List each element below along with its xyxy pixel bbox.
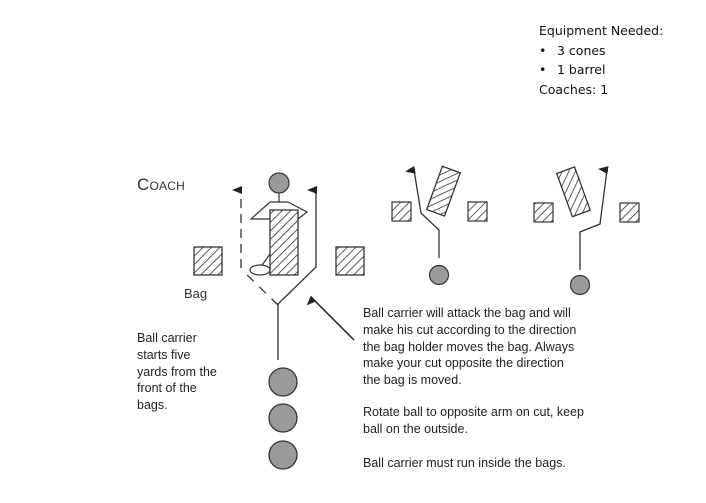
note-line: front of the xyxy=(137,381,197,396)
instruction-line: Ball carrier will attack the bag and wil… xyxy=(363,306,571,320)
bag-left xyxy=(193,246,223,276)
equipment-heading: Equipment Needed: xyxy=(539,23,664,38)
note-line: Ball carrier xyxy=(137,331,197,345)
bag-right xyxy=(467,201,488,222)
equipment-item-text: 1 barrel xyxy=(557,62,606,77)
pointer-arrow-icon xyxy=(306,295,355,341)
coaches-count: Coaches: 1 xyxy=(539,81,609,97)
bullet-icon: • xyxy=(539,62,547,77)
ball-carrier-icon xyxy=(268,440,298,470)
instruction-line: Ball carrier must run inside the bags. xyxy=(363,456,566,470)
start-position-note: Ball carrier starts five yards from the … xyxy=(137,330,247,414)
note-line: starts five xyxy=(137,347,191,362)
bag-left xyxy=(391,201,412,222)
instruction-line: make your cut opposite the direction xyxy=(363,356,564,371)
instruction-paragraph: Ball carrier will attack the bag and wil… xyxy=(363,305,623,389)
route-arrow-icon xyxy=(277,186,317,360)
bag-right xyxy=(335,246,365,276)
mini-diagram-cut-right xyxy=(533,166,640,296)
ball-carrier-icon xyxy=(268,367,298,397)
instruction-line: the bag holder moves the bag. Always xyxy=(363,339,575,354)
equipment-item: • 3 cones xyxy=(539,41,663,61)
bag-label: Bag xyxy=(184,286,208,301)
equipment-panel: Equipment Needed: • 3 cones • 1 barrel Coa… xyxy=(539,21,663,99)
bag-right xyxy=(619,202,640,223)
note-line: bags. xyxy=(137,398,168,413)
bag-held xyxy=(425,165,462,217)
equipment-item-text: 3 cones xyxy=(557,42,606,58)
bag-left xyxy=(533,202,554,223)
ball-carrier-icon xyxy=(268,403,298,433)
ball-carrier-icon xyxy=(569,274,591,296)
route-arrow-icon xyxy=(579,166,609,270)
coach-label: Coach xyxy=(137,175,185,194)
bag-held xyxy=(555,166,592,218)
instruction-line: make his cut according to the direction xyxy=(363,322,577,337)
coach-figure-icon xyxy=(249,172,309,276)
instruction-paragraph: Rotate ball to opposite arm on cut, keep… xyxy=(363,404,623,438)
instruction-paragraph: Ball carrier must run inside the bags. xyxy=(363,455,623,472)
instruction-line: Rotate ball to opposite arm on cut, keep xyxy=(363,405,584,419)
ball-carrier-icon xyxy=(428,264,450,286)
mini-diagram-cut-left xyxy=(391,165,488,286)
route-arrow-icon xyxy=(405,165,440,258)
note-line: yards from the xyxy=(137,364,217,379)
route-arrow-icon xyxy=(232,186,279,306)
equipment-item: • 1 barrel xyxy=(539,60,663,80)
instruction-line: the bag is moved. xyxy=(363,373,462,388)
instruction-line: ball on the outside. xyxy=(363,421,468,436)
bullet-icon: • xyxy=(539,42,547,58)
